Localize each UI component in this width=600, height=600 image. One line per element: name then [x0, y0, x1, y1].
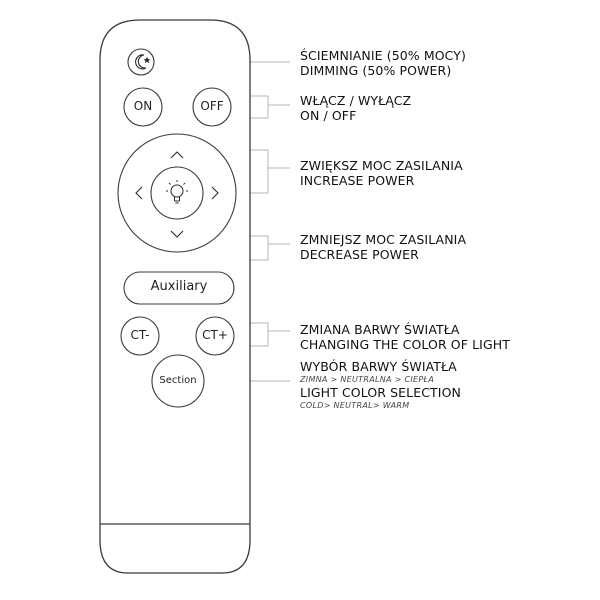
callout-onoff: WŁĄCZ / WYŁĄCZ ON / OFF — [300, 93, 411, 123]
callout-color-select-pl-sub: ZIMNA > NEUTRALNA > CIEPŁA — [300, 375, 435, 384]
chevron-right-icon[interactable] — [211, 186, 219, 200]
ct-plus-button[interactable] — [195, 316, 235, 356]
chevron-left-icon[interactable] — [135, 186, 143, 200]
light-bulb-icon — [166, 180, 188, 204]
callout-color-select-en: LIGHT COLOR SELECTION — [300, 385, 461, 400]
section-button[interactable] — [151, 354, 205, 408]
callout-color-change-pl: ZMIANA BARWY ŚWIATŁA — [300, 322, 460, 337]
callout-color-select: WYBÓR BARWY ŚWIATŁA ZIMNA > NEUTRALNA > … — [300, 359, 461, 411]
center-button[interactable] — [150, 166, 204, 220]
callout-onoff-pl: WŁĄCZ / WYŁĄCZ — [300, 93, 412, 108]
dim-button[interactable] — [127, 48, 155, 76]
callout-dimming-en: DIMMING (50% POWER) — [300, 63, 452, 78]
callout-color-change-en: CHANGING THE COLOR OF LIGHT — [300, 337, 510, 352]
callout-increase-en: INCREASE POWER — [300, 173, 415, 188]
callout-dimming: ŚCIEMNIANIE (50% MOCY) DIMMING (50% POWE… — [300, 48, 466, 78]
chevron-down-icon[interactable] — [170, 230, 184, 238]
ct-plus-button-label[interactable]: CT+ — [202, 328, 228, 342]
callout-decrease-en: DECREASE POWER — [300, 247, 419, 262]
callout-color-select-pl: WYBÓR BARWY ŚWIATŁA — [300, 359, 457, 374]
on-button[interactable] — [123, 87, 163, 127]
callout-decrease-pl: ZMNIEJSZ MOC ZASILANIA — [300, 232, 467, 247]
callout-onoff-en: ON / OFF — [300, 108, 357, 123]
chevron-up-icon[interactable] — [170, 151, 184, 159]
on-button-label[interactable]: ON — [133, 99, 153, 113]
section-button-label[interactable]: Section — [159, 375, 197, 386]
auxiliary-button[interactable] — [123, 271, 235, 305]
off-button-label[interactable]: OFF — [200, 99, 224, 113]
ct-minus-button-label[interactable]: CT- — [130, 328, 150, 342]
auxiliary-button-label[interactable]: Auxiliary — [150, 279, 208, 294]
callout-color-change: ZMIANA BARWY ŚWIATŁA CHANGING THE COLOR … — [300, 322, 510, 352]
off-button[interactable] — [192, 87, 232, 127]
callout-color-select-en-sub: COLD> NEUTRAL> WARM — [300, 401, 410, 410]
ct-minus-button[interactable] — [120, 316, 160, 356]
callout-increase: ZWIĘKSZ MOC ZASILANIA INCREASE POWER — [300, 158, 463, 188]
callout-increase-pl: ZWIĘKSZ MOC ZASILANIA — [300, 158, 463, 173]
moon-star-icon — [135, 54, 151, 70]
callout-decrease: ZMNIEJSZ MOC ZASILANIA DECREASE POWER — [300, 232, 466, 262]
callout-dimming-pl: ŚCIEMNIANIE (50% MOCY) — [300, 48, 467, 63]
